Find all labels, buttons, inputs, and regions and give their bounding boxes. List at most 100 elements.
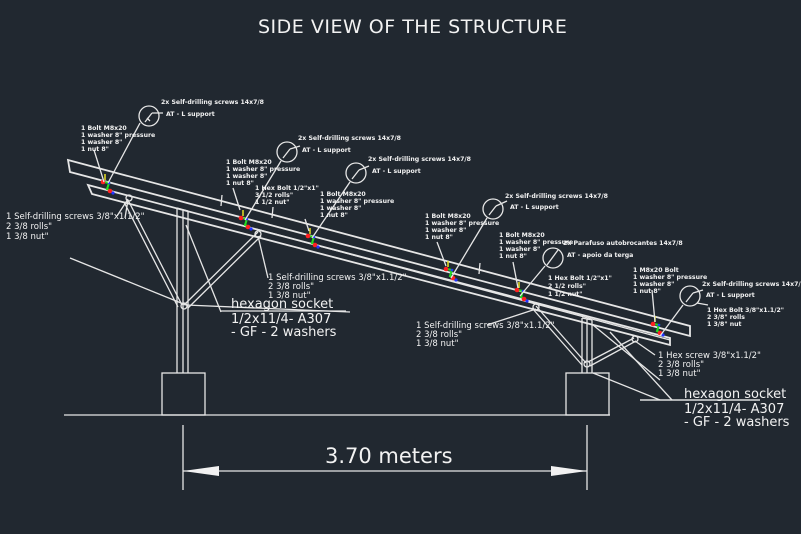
svg-text:AT - L support: AT - L support: [302, 147, 351, 154]
svg-text:1 Hex screw 3/8"x1.1/2": 1 Hex screw 3/8"x1.1/2": [658, 351, 761, 361]
detail-circle-1: [107, 105, 163, 184]
callout-hex-socket-right: hexagon socket 1/2x11/4- A307 - GF - 2 w…: [640, 387, 790, 430]
svg-text:1 3/8" nut: 1 3/8" nut: [707, 321, 742, 328]
callout-self-drill-mid: 1 Self-drilling screws 3/8"x1.1/2" 2 3/8…: [268, 273, 407, 301]
svg-text:1 Bolt M8x20: 1 Bolt M8x20: [320, 191, 366, 198]
right-footing: [565, 372, 610, 416]
svg-text:AT - L support: AT - L support: [372, 168, 421, 175]
svg-text:1 3/8 nut": 1 3/8 nut": [6, 232, 49, 242]
svg-text:AT - L support: AT - L support: [510, 204, 559, 211]
svg-text:1 Self-drilling screws 3/8"x1.: 1 Self-drilling screws 3/8"x1.1/2": [268, 273, 407, 283]
callout-hex-screw: 1 Hex screw 3/8"x1.1/2" 2 3/8 rolls" 1 3…: [658, 351, 761, 379]
svg-text:2 3/8 rolls": 2 3/8 rolls": [268, 282, 314, 292]
dimension-label: 3.70 meters: [325, 444, 453, 468]
callout-bolt-6: 1 M8x20 Bolt 1 washer 8" pressure 1 wash…: [633, 267, 707, 295]
svg-text:1 3/8 nut": 1 3/8 nut": [416, 339, 459, 349]
svg-text:1 washer 8": 1 washer 8": [226, 173, 267, 180]
svg-text:2x Self-drilling screws 14x7/8: 2x Self-drilling screws 14x7/8: [298, 135, 401, 142]
detail-circle-3: [311, 162, 370, 239]
rail-splice: [271, 206, 274, 219]
callout-hex-socket-left: hexagon socket 1/2x11/4- A307 - GF - 2 w…: [220, 297, 346, 340]
callout-hex-bolt-a: 1 Hex Bolt 1/2"x1" 3/1/2 rolls" 1 1/2 nu…: [255, 185, 319, 206]
left-column: [176, 207, 189, 373]
svg-text:1 washer 8": 1 washer 8": [499, 246, 540, 253]
svg-text:1 washer 8": 1 washer 8": [320, 205, 361, 212]
svg-text:1 nut 8": 1 nut 8": [226, 180, 254, 187]
svg-text:1 washer 8": 1 washer 8": [81, 139, 122, 146]
svg-text:1 nut 8": 1 nut 8": [425, 234, 453, 241]
svg-text:1 M8x20 Bolt: 1 M8x20 Bolt: [633, 267, 679, 274]
drawing-title: SIDE VIEW OF THE STRUCTURE: [258, 16, 567, 38]
svg-text:1 nut 8": 1 nut 8": [633, 288, 661, 295]
svg-text:1 washer 8" pressure: 1 washer 8" pressure: [320, 198, 394, 205]
detail-circle-6: [659, 285, 709, 337]
svg-text:1 Self-drilling screws 3/8"x1.: 1 Self-drilling screws 3/8"x1.1/2": [416, 321, 555, 331]
svg-text:1 1/2 nut": 1 1/2 nut": [255, 199, 289, 206]
rail-splice: [220, 194, 223, 207]
svg-text:1 Bolt M8x20: 1 Bolt M8x20: [499, 232, 545, 239]
callout-bolt-4: 1 Bolt M8x20 1 washer 8" pressure 1 wash…: [425, 213, 499, 241]
leader-lines: [93, 149, 656, 356]
arrow-left-icon: [183, 466, 219, 476]
svg-text:1 Self-drilling screws 3/8"x1.: 1 Self-drilling screws 3/8"x1.1/2": [6, 212, 145, 222]
callout-hex-bolt-38: 1 Hex Bolt 3/8"x1.1/2" 2 3/8" rolls 1 3/…: [707, 307, 784, 328]
svg-text:AT - L support: AT - L support: [706, 292, 755, 299]
svg-text:hexagon socket: hexagon socket: [231, 297, 333, 312]
svg-text:1 Bolt M8x20: 1 Bolt M8x20: [226, 159, 272, 166]
connection-markers: [100, 174, 665, 337]
svg-text:1/2x11/4- A307: 1/2x11/4- A307: [684, 402, 784, 417]
svg-text:1 Bolt M8x20: 1 Bolt M8x20: [81, 125, 127, 132]
svg-text:- GF - 2 washers: - GF - 2 washers: [231, 325, 337, 340]
callout-screw-apoio: 2x Parafuso autobrocantes 14x7/8 AT - ap…: [563, 240, 683, 259]
arrow-right-icon: [551, 466, 587, 476]
svg-text:- GF - 2 washers: - GF - 2 washers: [684, 415, 790, 430]
left-bracing: [69, 194, 351, 313]
svg-text:1 washer 8" pressure: 1 washer 8" pressure: [633, 274, 707, 281]
svg-text:3/1/2 rolls": 3/1/2 rolls": [255, 192, 293, 199]
svg-text:hexagon socket: hexagon socket: [684, 387, 786, 402]
svg-text:2x Self-drilling screws 14x7/8: 2x Self-drilling screws 14x7/8: [161, 99, 264, 106]
bolt-connection-marker: [100, 174, 115, 195]
callout-screw-2: 2x Self-drilling screws 14x7/8 AT - L su…: [298, 135, 401, 154]
callout-screw-3: 2x Self-drilling screws 14x7/8 AT - L su…: [368, 156, 471, 175]
svg-text:1 Hex Bolt 1/2"x1": 1 Hex Bolt 1/2"x1": [255, 185, 319, 192]
svg-text:2 3/8 rolls": 2 3/8 rolls": [658, 360, 704, 370]
svg-text:AT - L support: AT - L support: [166, 111, 215, 118]
svg-text:1 Hex Bolt 3/8"x1.1/2": 1 Hex Bolt 3/8"x1.1/2": [707, 307, 784, 314]
lower-beam: [86, 183, 671, 347]
svg-text:AT - apoio da terga: AT - apoio da terga: [567, 252, 633, 259]
bolt-connection-marker: [305, 228, 320, 249]
svg-text:1 nut 8": 1 nut 8": [499, 253, 527, 260]
callout-screw-6: 2x Self-drilling screws 14x7/8 AT - L su…: [702, 281, 801, 299]
callout-screw-1: 2x Self-drilling screws 14x7/8 AT - L su…: [161, 99, 264, 118]
svg-text:1 washer 8" pressure: 1 washer 8" pressure: [81, 132, 155, 139]
callout-bolt-3: 1 Bolt M8x20 1 washer 8" pressure 1 wash…: [320, 191, 394, 219]
upper-rail: [66, 158, 691, 338]
callout-bolt-5: 1 Bolt M8x20 1 washer 8" pressure 1 wash…: [499, 232, 573, 260]
svg-text:2x Self-drilling screws 14x7/8: 2x Self-drilling screws 14x7/8: [368, 156, 471, 163]
svg-text:1 Bolt M8x20: 1 Bolt M8x20: [425, 213, 471, 220]
svg-text:2x Self-drilling screws 14x7/8: 2x Self-drilling screws 14x7/8: [505, 193, 608, 200]
callout-bolt-1: 1 Bolt M8x20 1 washer 8" pressure 1 wash…: [81, 125, 155, 153]
svg-text:1 nut 8": 1 nut 8": [81, 146, 109, 153]
svg-text:1 nut 8": 1 nut 8": [320, 212, 348, 219]
callout-self-drill-left: 1 Self-drilling screws 3/8"x1.1/2" 2 3/8…: [6, 212, 145, 242]
svg-text:1 Hex Bolt 1/2"x1": 1 Hex Bolt 1/2"x1": [548, 275, 612, 282]
beam-inner-line: [255, 228, 671, 341]
detail-circle-4: [450, 198, 508, 279]
right-column: [581, 317, 593, 373]
svg-text:2x Self-drilling screws 14x7/8: 2x Self-drilling screws 14x7/8: [702, 281, 801, 288]
svg-text:1 washer 8": 1 washer 8": [425, 227, 466, 234]
callout-self-drill-right: 1 Self-drilling screws 3/8"x1.1/2" 2 3/8…: [416, 321, 555, 349]
svg-text:2x Parafuso autobrocantes 14x7: 2x Parafuso autobrocantes 14x7/8: [563, 240, 683, 247]
detail-circle-5: [519, 247, 564, 297]
callout-screw-4: 2x Self-drilling screws 14x7/8 AT - L su…: [505, 193, 608, 211]
svg-text:2 1/2 rolls": 2 1/2 rolls": [548, 283, 586, 290]
left-footing: [161, 372, 206, 416]
svg-text:1 1/2 nut": 1 1/2 nut": [548, 291, 582, 298]
bolt-connection-marker: [238, 210, 253, 231]
svg-text:1 washer 8" pressure: 1 washer 8" pressure: [226, 166, 300, 173]
dimension-line: 3.70 meters: [182, 425, 588, 490]
svg-text:1 3/8 nut": 1 3/8 nut": [268, 291, 311, 301]
